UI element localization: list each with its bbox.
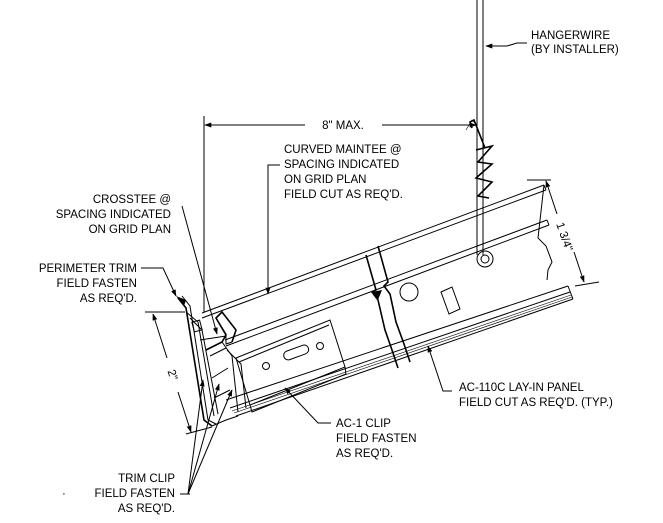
trim-clip-label: TRIM CLIP FIELD FASTEN AS REQ'D.	[94, 473, 175, 515]
svg-text:FIELD FASTEN: FIELD FASTEN	[336, 433, 417, 445]
hangerwire-label: HANGERWIRE (BY INSTALLER)	[531, 30, 619, 56]
svg-text:ON GRID PLAN: ON GRID PLAN	[89, 224, 171, 236]
lay-in-panel-label: AC-110C LAY-IN PANEL FIELD CUT AS REQ'D.…	[459, 382, 613, 409]
dimension-panel-depth: 1 3/4"	[527, 179, 600, 287]
svg-text:(BY INSTALLER): (BY INSTALLER)	[531, 44, 619, 56]
perimeter-trim-label: PERIMETER TRIM FIELD FASTEN AS REQ'D.	[39, 263, 137, 305]
hanger-wire	[465, 0, 495, 255]
svg-text:AS REQ'D.: AS REQ'D.	[118, 503, 175, 515]
ac1-clip	[235, 319, 347, 413]
svg-text:HANGERWIRE: HANGERWIRE	[531, 30, 610, 42]
stray-mark: ·	[62, 488, 66, 500]
break-lines	[365, 245, 411, 369]
svg-text:FIELD FASTEN: FIELD FASTEN	[56, 278, 137, 290]
svg-text:TRIM CLIP: TRIM CLIP	[118, 473, 175, 485]
svg-text:CURVED MAINTEE @: CURVED MAINTEE @	[284, 144, 402, 156]
svg-text:AS REQ'D.: AS REQ'D.	[80, 293, 137, 305]
svg-text:CROSSTEE @: CROSSTEE @	[93, 194, 171, 206]
svg-text:SPACING INDICATED: SPACING INDICATED	[284, 159, 399, 171]
svg-text:FIELD CUT AS REQ'D. (TYP.): FIELD CUT AS REQ'D. (TYP.)	[459, 397, 613, 409]
clip-label: AC-1 CLIP FIELD FASTEN AS REQ'D.	[336, 418, 417, 460]
dimension-trim-height: 2"	[145, 311, 213, 435]
leader-lines	[141, 42, 527, 495]
trim-height-label: 2"	[165, 368, 180, 382]
svg-text:PERIMETER TRIM: PERIMETER TRIM	[39, 263, 137, 275]
svg-text:AS REQ'D.: AS REQ'D.	[336, 448, 393, 460]
crosstee	[205, 310, 247, 413]
svg-text:ON GRID PLAN: ON GRID PLAN	[284, 174, 366, 186]
dimension-8-max: 8" MAX.	[203, 116, 477, 312]
crosstee-label: CROSSTEE @ SPACING INDICATED ON GRID PLA…	[56, 194, 171, 236]
perimeter-trim	[176, 295, 239, 427]
curved-maintee-label: CURVED MAINTEE @ SPACING INDICATED ON GR…	[284, 144, 403, 201]
svg-text:FIELD FASTEN: FIELD FASTEN	[94, 488, 175, 500]
svg-text:AC-110C LAY-IN PANEL: AC-110C LAY-IN PANEL	[459, 382, 584, 394]
svg-text:AC-1 CLIP: AC-1 CLIP	[336, 418, 391, 430]
max-spacing-label: 8" MAX.	[322, 120, 364, 132]
panel-depth-label: 1 3/4"	[553, 221, 574, 253]
svg-text:FIELD CUT AS REQ'D.: FIELD CUT AS REQ'D.	[284, 189, 403, 201]
curved-maintee	[201, 184, 553, 347]
svg-text:SPACING INDICATED: SPACING INDICATED	[56, 209, 171, 221]
